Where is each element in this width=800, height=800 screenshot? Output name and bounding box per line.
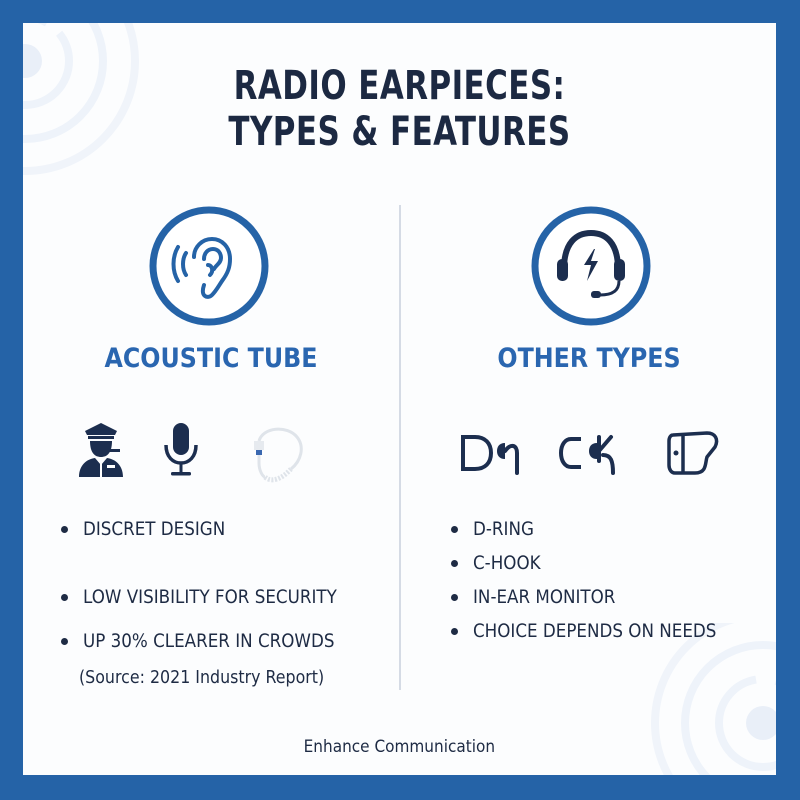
list-item: C-HOOK bbox=[451, 551, 750, 575]
bullet-dot bbox=[451, 526, 458, 533]
acoustic-tube-earpiece-icon bbox=[254, 427, 303, 483]
bullet-dot bbox=[61, 594, 68, 601]
d-ring-icon bbox=[461, 435, 519, 475]
list-item: CHOICE DEPENDS ON NEEDS bbox=[451, 619, 750, 643]
page-title: RADIO EARPIECES: TYPES & FEATURES bbox=[76, 63, 724, 155]
title-line-1: RADIO EARPIECES: bbox=[233, 63, 566, 109]
bullet-dot bbox=[451, 560, 458, 567]
section-title-acoustic-tube: ACOUSTIC TUBE bbox=[104, 343, 318, 374]
acoustic-tube-column: ACOUSTIC TUBE bbox=[23, 23, 399, 775]
list-item: UP 30% CLEARER IN CROWDS bbox=[61, 629, 371, 653]
column-divider bbox=[399, 205, 401, 690]
footer-tagline: Enhance Communication bbox=[303, 737, 496, 757]
list-item: D-RING bbox=[451, 517, 750, 541]
in-ear-monitor-icon bbox=[667, 431, 719, 475]
headset-lightning-icon bbox=[531, 206, 651, 326]
list-item: IN-EAR MONITOR bbox=[451, 585, 750, 609]
bullet-dot bbox=[61, 526, 68, 533]
other-types-column: OTHER TYPES D-RING C-HOOK bbox=[401, 23, 776, 775]
ear-sound-icon bbox=[149, 206, 269, 326]
source-citation: (Source: 2021 Industry Report) bbox=[79, 667, 325, 688]
security-officer-icon bbox=[79, 423, 123, 477]
list-item: DISCRET DESIGN bbox=[61, 517, 371, 541]
bullet-dot bbox=[61, 638, 68, 645]
acoustic-tube-icon-row bbox=[23, 421, 399, 483]
other-types-icon-row bbox=[401, 421, 776, 481]
bullet-dot bbox=[451, 628, 458, 635]
bullet-dot bbox=[451, 594, 458, 601]
microphone-icon bbox=[164, 423, 198, 476]
acoustic-tube-feature-list: DISCRET DESIGN LOW VISIBILITY FOR SECURI… bbox=[61, 517, 371, 653]
section-title-other-types: OTHER TYPES bbox=[497, 343, 681, 374]
other-types-feature-list: D-RING C-HOOK IN-EAR MONITOR CHOICE DEPE… bbox=[451, 517, 750, 643]
c-hook-icon bbox=[558, 435, 615, 475]
infographic-panel: RADIO EARPIECES: TYPES & FEATURES ACOUST… bbox=[23, 23, 776, 775]
title-line-2: TYPES & FEATURES bbox=[228, 109, 571, 155]
list-item: LOW VISIBILITY FOR SECURITY bbox=[61, 585, 371, 609]
